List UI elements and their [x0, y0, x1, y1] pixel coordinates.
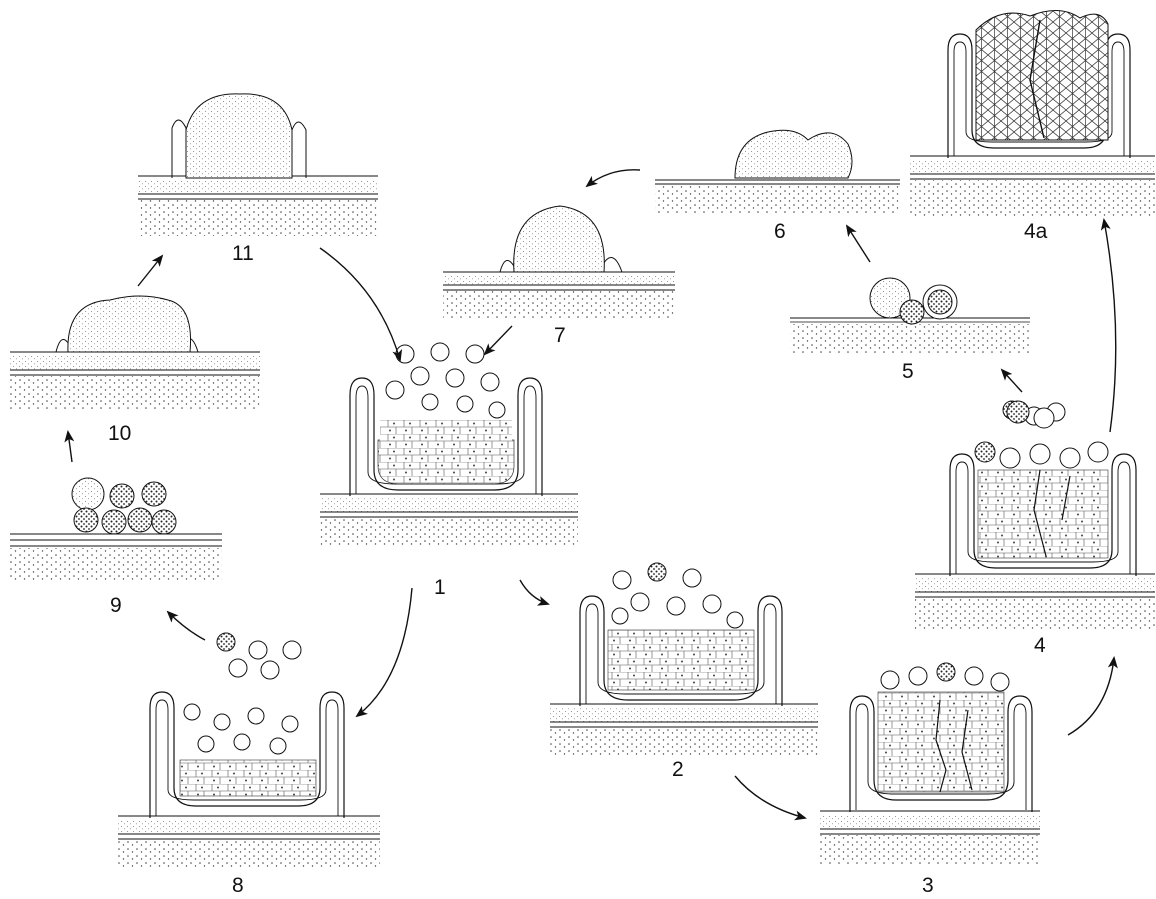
stage-label-9: 9: [110, 594, 122, 617]
arrow-4-to-5: [1002, 370, 1022, 392]
stage-label-2: 2: [672, 758, 684, 781]
stage-label-5: 5: [902, 360, 914, 383]
stage-2-structure: [550, 563, 818, 756]
stage-10-structure: [10, 296, 260, 410]
arrow-11-to-1: [320, 248, 400, 360]
arrow-7-to-1: [485, 326, 512, 354]
stage-9-structure: [10, 478, 222, 582]
stage-7-structure: [443, 206, 675, 319]
stage-label-8: 8: [232, 874, 244, 897]
stage-11-structure: [138, 94, 378, 236]
arrow-4-to-4a: [1104, 220, 1116, 432]
arrow-10-to-11: [138, 256, 162, 286]
stage-label-1: 1: [434, 576, 446, 599]
arrow-8-to-9: [168, 612, 205, 640]
stage-label-4: 4: [1034, 634, 1046, 657]
stage-1-structure: [320, 343, 578, 546]
stage-4-structure: [915, 401, 1155, 630]
stage-6-structure: [655, 130, 900, 214]
stage-label-6: 6: [774, 220, 786, 243]
stage-label-10: 10: [108, 422, 131, 445]
stage-label-11: 11: [232, 242, 254, 265]
arrow-2-to-3: [735, 776, 805, 818]
stage-4a-structure: [910, 10, 1155, 216]
arrow-3-to-4: [1068, 658, 1114, 735]
stage-8-structure: [118, 633, 380, 868]
stage-label-7: 7: [554, 324, 566, 347]
arrow-9-to-10: [68, 432, 72, 462]
stage-label-4a: 4a: [1024, 220, 1048, 243]
stage-3-structure: [820, 663, 1040, 865]
stage-label-3: 3: [922, 874, 934, 897]
arrow-1-to-8: [357, 588, 412, 716]
arrow-5-to-6: [847, 226, 870, 262]
arrow-6-to-7: [587, 170, 640, 186]
arrow-1-to-2: [520, 580, 548, 604]
stage-5-structure: [790, 278, 1054, 428]
